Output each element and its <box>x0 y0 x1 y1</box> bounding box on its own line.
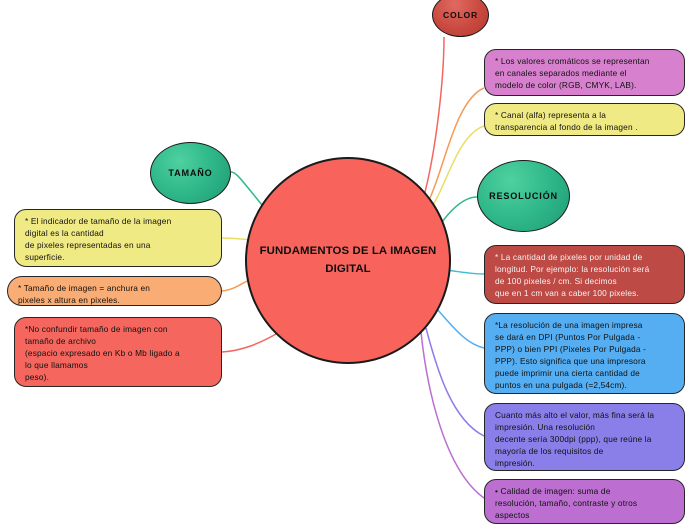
branch-label-tamano: TAMAÑO <box>168 168 213 178</box>
branch-node-tamano[interactable]: TAMAÑO <box>150 142 231 204</box>
connector-color-leaf-1 <box>428 87 485 201</box>
leaf-node-resolucion-4[interactable]: • Calidad de imagen: suma de resolución,… <box>484 479 685 524</box>
leaf-node-tamano-1[interactable]: * El indicador de tamaño de la imagen di… <box>14 209 222 267</box>
central-topic-label: FUNDAMENTOS DE LA IMAGEN DIGITAL <box>259 245 437 275</box>
connector-central-color <box>423 36 445 197</box>
connector-resolucion-leaf-2 <box>436 308 485 349</box>
leaf-node-color-1[interactable]: * Los valores cromáticos se representan … <box>484 49 685 96</box>
central-topic-node[interactable]: FUNDAMENTOS DE LA IMAGEN DIGITAL <box>245 157 451 364</box>
leaf-node-resolucion-3[interactable]: Cuanto más alto el valor, más fina será … <box>484 403 685 471</box>
connector-resolucion-leaf-3 <box>425 327 485 437</box>
branch-node-resolucion[interactable]: RESOLUCIÓN <box>477 160 570 232</box>
connector-resolucion-leaf-1 <box>445 269 485 275</box>
branch-label-color: COLOR <box>443 10 478 20</box>
connector-central-tamano <box>230 171 263 206</box>
leaf-node-tamano-2[interactable]: * Tamaño de imagen = anchura en pixeles … <box>7 276 222 306</box>
connector-resolucion-leaf-4 <box>420 331 485 499</box>
leaf-node-resolucion-1[interactable]: * La cantidad de pixeles por unidad de l… <box>484 245 685 304</box>
branch-node-color[interactable]: COLOR <box>432 0 489 37</box>
connector-tamano-leaf-2 <box>221 280 248 292</box>
leaf-node-tamano-3[interactable]: *No confundir tamaño de imagen con tamañ… <box>14 317 222 387</box>
leaf-node-resolucion-2[interactable]: *La resolución de una imagen impresa se … <box>484 313 685 394</box>
leaf-node-color-2[interactable]: * Canal (alfa) representa a la transpare… <box>484 103 685 136</box>
branch-label-resolucion: RESOLUCIÓN <box>489 191 558 201</box>
